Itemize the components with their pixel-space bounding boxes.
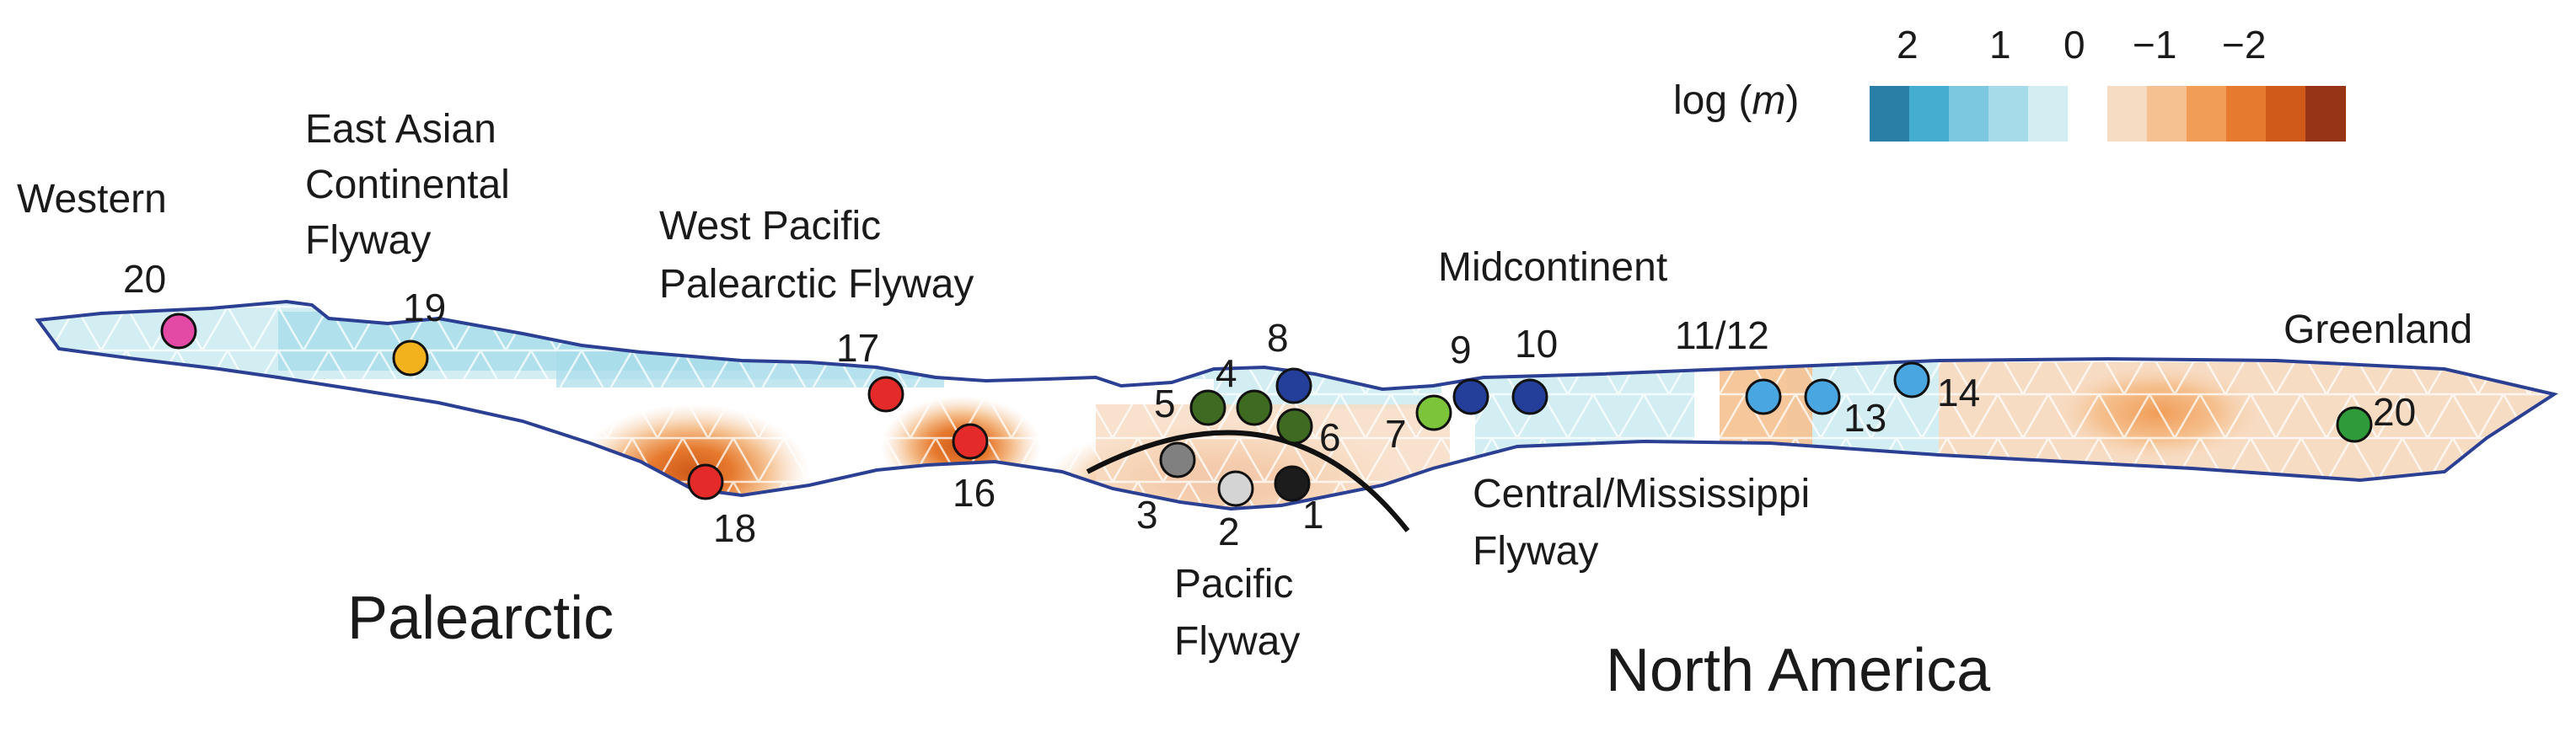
flyway-label-central-mississippi: Central/Mississippi (1473, 472, 1811, 516)
site-label-19: 20 (123, 257, 167, 301)
site-label-14: 14 (1937, 371, 1981, 414)
site-label-20: 20 (2373, 390, 2417, 434)
legend-tick-label: −1 (2133, 23, 2177, 67)
flyway-label-east-asian: Flyway (305, 218, 432, 263)
site-label-16: 17 (836, 326, 880, 370)
legend-swatch (2187, 86, 2227, 142)
site-marker-19 (160, 313, 197, 350)
pacific-flyway-boundary (1086, 430, 1410, 532)
legend-color-bar (1870, 86, 2346, 142)
flyway-label-pacific: Flyway (1174, 619, 1301, 664)
site-marker-8 (1275, 367, 1312, 404)
legend-swatch (2147, 86, 2187, 142)
legend-swatch (1949, 86, 1989, 142)
legend-title: log (m) (1673, 78, 1800, 123)
flyway-label-west-pacific: Palearctic Flyway (659, 262, 974, 307)
legend-swatch (2028, 86, 2069, 142)
site-label-7: 7 (1385, 412, 1407, 456)
site-marker-17 (687, 463, 724, 500)
flyway-label-east-asian: East Asian (305, 107, 496, 152)
site-marker-6 (1276, 408, 1313, 445)
legend-swatch (1909, 86, 1950, 142)
site-marker-20 (2336, 406, 2373, 443)
site-marker-2 (1217, 470, 1254, 507)
site-marker-15 (952, 423, 989, 460)
legend-swatch (2226, 86, 2267, 142)
flyway-label-central-mississippi: Flyway (1473, 529, 1599, 574)
legend-swatch (2266, 86, 2306, 142)
site-label-17: 18 (713, 506, 757, 550)
site-label-13: 13 (1843, 396, 1887, 440)
site-marker-10 (1511, 378, 1548, 415)
legend-tick-label: 2 (1897, 23, 1919, 67)
flyway-label-east-asian: Continental (305, 163, 510, 207)
site-label-8: 8 (1267, 316, 1289, 360)
legend-swatch (2305, 86, 2346, 142)
legend-swatch (1988, 86, 2029, 142)
region-label-north-america: North America (1606, 637, 1991, 704)
site-label-5: 5 (1154, 382, 1176, 425)
site-label-18: 19 (403, 286, 447, 329)
flyway-band-outline (35, 299, 2559, 511)
site-label-10: 10 (1515, 322, 1559, 366)
legend-tick-label: 1 (1989, 23, 2011, 67)
legend-swatch (1870, 86, 1910, 142)
legend-swatch (2068, 86, 2108, 142)
site-label-3: 3 (1136, 493, 1158, 537)
site-marker-18 (392, 339, 429, 377)
legend-swatch (2107, 86, 2148, 142)
flyway-label-west-pacific: West Pacific (659, 204, 882, 249)
site-marker-1 (1274, 465, 1311, 502)
site-label-9: 9 (1450, 328, 1472, 372)
site-marker-3 (1159, 441, 1196, 478)
site-label-4: 4 (1216, 351, 1237, 395)
flyway-label-greenland: Greenland (2284, 307, 2473, 352)
flyway-label-western: Western (17, 177, 167, 222)
flyway-label-pacific: Pacific (1174, 562, 1294, 607)
flyway-label-midcontinent: Midcontinent (1438, 245, 1668, 290)
region-label-palearctic: Palearctic (347, 585, 614, 652)
site-marker-4 (1236, 389, 1273, 426)
site-marker-16 (867, 376, 904, 413)
site-marker-9 (1452, 378, 1489, 415)
site-marker-5 (1189, 389, 1226, 426)
legend-tick-label: −2 (2222, 23, 2267, 67)
site-marker-13 (1804, 378, 1841, 415)
site-markers (160, 313, 2373, 507)
site-marker-7 (1415, 394, 1452, 431)
site-label-6: 6 (1319, 415, 1341, 459)
site-label-15: 16 (953, 471, 996, 515)
site-label-1: 1 (1302, 493, 1324, 537)
site-label-2: 2 (1218, 510, 1240, 553)
site-marker-11-12 (1745, 378, 1782, 415)
legend-tick-label: 0 (2063, 23, 2085, 67)
site-label-11-12: 11/12 (1675, 313, 1769, 357)
site-marker-14 (1893, 361, 1930, 398)
